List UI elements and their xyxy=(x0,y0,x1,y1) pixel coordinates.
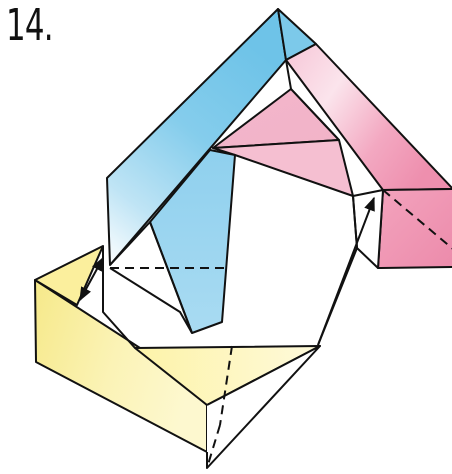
double-headed-arrow-right xyxy=(318,198,374,345)
inner-edge-right xyxy=(318,196,357,345)
pink-box-front xyxy=(378,189,452,268)
pink-box-side xyxy=(353,190,383,268)
